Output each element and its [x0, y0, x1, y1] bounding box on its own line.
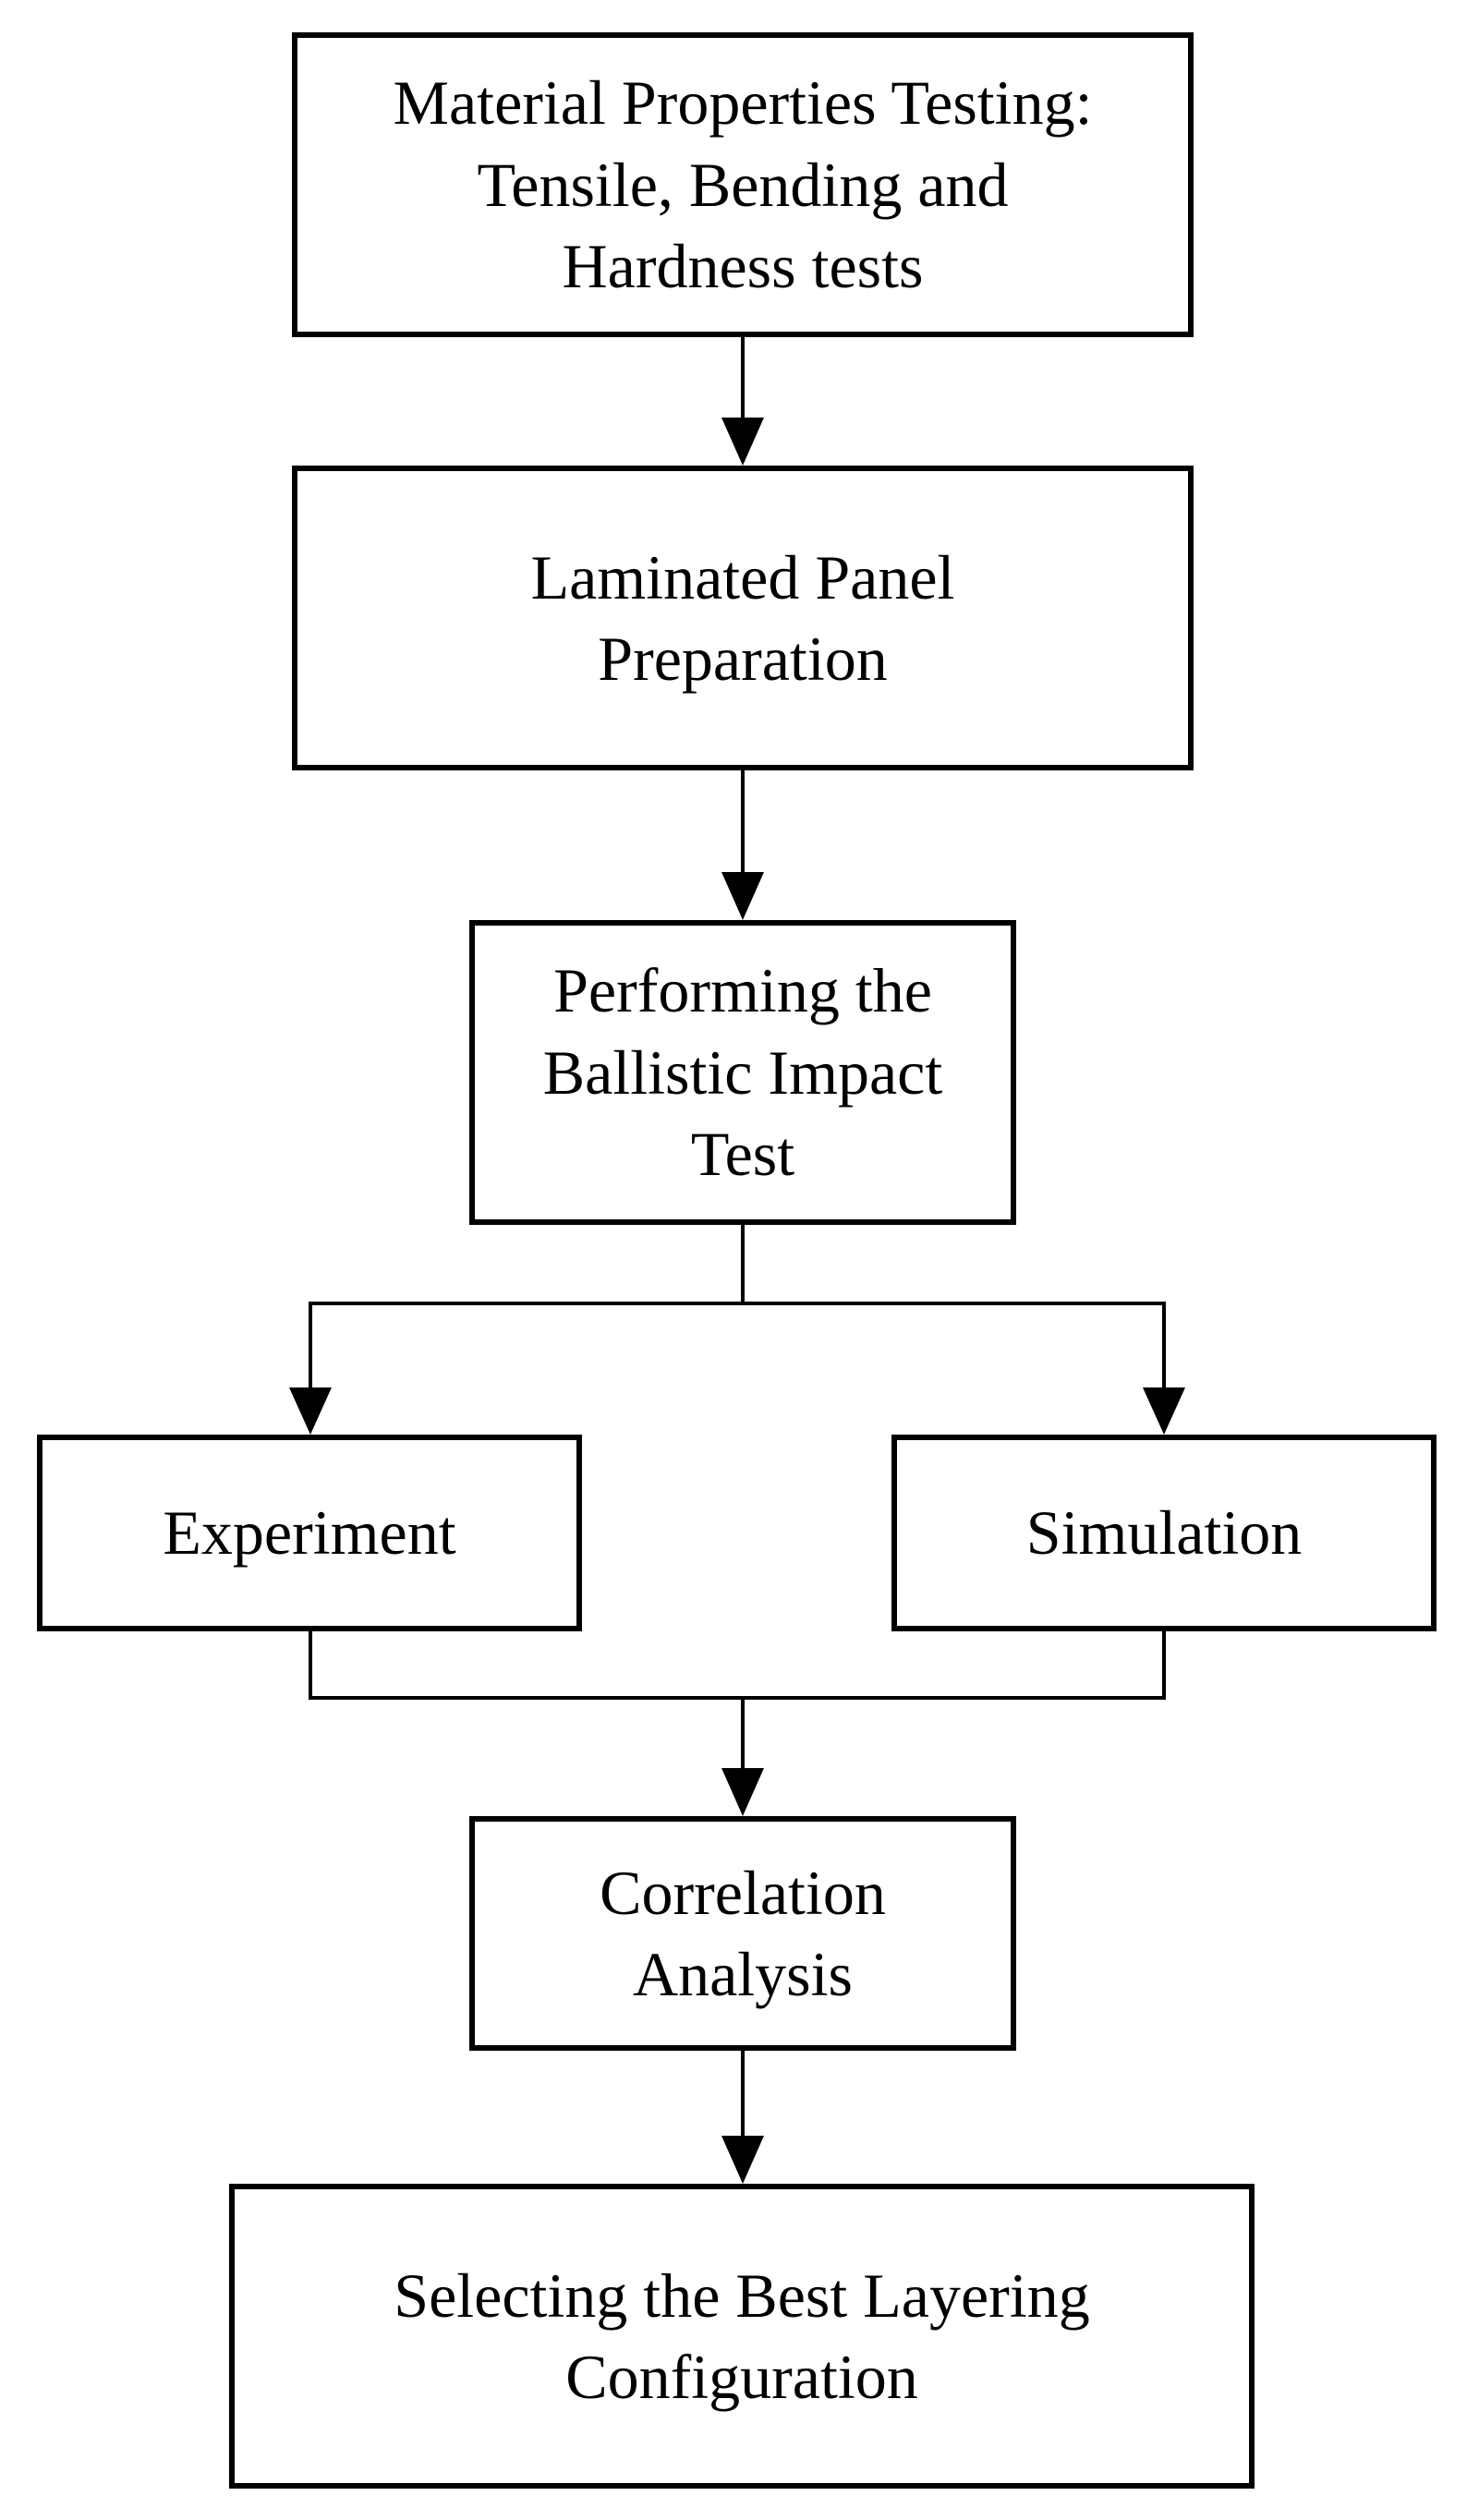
arrowhead-icon: [1143, 1387, 1185, 1435]
edge-experiment-merge: [309, 1631, 1166, 1700]
node-label: Performing the Ballistic Impact Test: [542, 955, 943, 1190]
node-label: Material Properties Testing: Tensile, Be…: [393, 67, 1093, 302]
node-ballistic-test: Performing the Ballistic Impact Test: [469, 920, 1016, 1225]
node-correlation-analysis: Correlation Analysis: [469, 1816, 1016, 2051]
arrowhead-icon: [721, 1768, 764, 1816]
node-label: Selecting the Best Layering Configuratio…: [394, 2260, 1090, 2412]
node-label: Simulation: [1025, 1497, 1303, 1569]
edge-ballistic-to-simulation: [743, 1302, 1166, 1387]
node-selecting-configuration: Selecting the Best Layering Configuratio…: [229, 2184, 1255, 2489]
node-experiment: Experiment: [37, 1435, 582, 1631]
node-simulation: Simulation: [891, 1435, 1437, 1631]
node-label: Correlation Analysis: [600, 1857, 886, 2009]
node-label: Laminated Panel Preparation: [530, 541, 955, 694]
node-label: Experiment: [163, 1497, 456, 1569]
arrowhead-icon: [721, 872, 764, 920]
node-material-testing: Material Properties Testing: Tensile, Be…: [292, 32, 1194, 337]
arrowhead-icon: [721, 2136, 764, 2184]
arrowhead-icon: [721, 418, 764, 466]
arrowhead-icon: [289, 1387, 332, 1435]
edge-ballistic-split: [309, 1225, 745, 1387]
node-laminated-panel: Laminated Panel Preparation: [292, 466, 1194, 770]
